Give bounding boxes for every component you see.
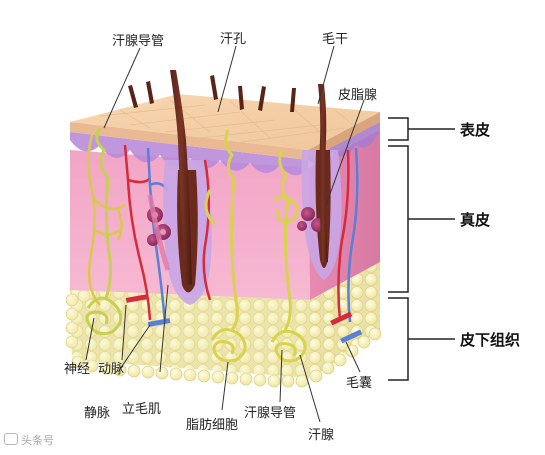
label-arrector-pili: 立毛肌 [122,402,162,417]
label-vein: 静脉 [84,406,111,421]
watermark-text: 头条号 [21,434,54,447]
label-nerve: 神经 [64,362,91,377]
sweat-gland-left [85,127,123,336]
watermark-logo-icon [4,433,18,445]
vessel-cross-section [330,311,353,326]
vessel-cross-section [340,329,363,344]
label-artery: 动脉 [98,362,125,377]
watermark: 头条号 [4,432,54,448]
artery-center [202,159,212,301]
sweat-gland-center [204,129,247,363]
nerve [87,134,126,306]
hair-shaft-main [170,70,192,285]
label-sweat-gland: 汗腺 [308,428,335,443]
label-sweat-pore: 汗孔 [220,32,247,47]
vein-right [347,147,359,323]
vessel-cross-section [125,294,149,303]
hair-shaft-right [318,84,328,262]
artery-right [337,149,350,321]
fat-cells-cluster [65,289,382,388]
surface-hairs [128,75,296,112]
layer-brackets [388,117,455,381]
epidermis-layer [70,94,380,160]
label-sweat-duct-top: 汗腺导管 [112,34,165,49]
label-subcutaneous: 皮下组织 [460,331,521,349]
label-sweat-duct-bottom: 汗腺导管 [244,406,297,421]
label-fat-cells: 脂肪细胞 [186,418,239,433]
label-dermis: 真皮 [460,211,491,229]
label-hair-shaft: 毛干 [322,32,349,47]
label-hair-follicle: 毛囊 [346,376,373,391]
subcutaneous-layer [65,262,382,388]
label-epidermis: 表皮 [460,121,491,139]
sweat-gland-right [270,149,307,363]
arrector-pili-muscle [147,194,171,271]
label-sebaceous-gland: 皮脂腺 [338,88,378,103]
leader-lines [85,45,365,423]
